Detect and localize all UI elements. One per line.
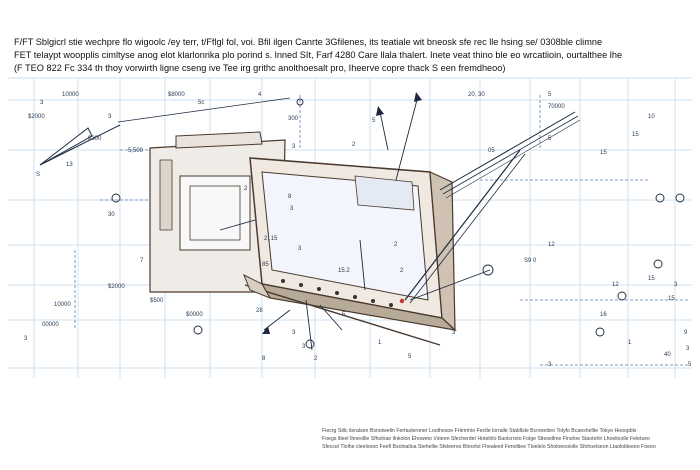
label: $2000 xyxy=(108,284,125,290)
label: 3 xyxy=(686,346,690,352)
label: 12 xyxy=(548,242,555,248)
label: 10000 xyxy=(62,92,79,98)
connector-port-row xyxy=(281,279,405,307)
label: 70000 xyxy=(548,104,565,110)
annotation-labels: 10000 $8000 4 20, 30 5 3 5c $2000 3 300 … xyxy=(24,92,692,368)
header-line-3: (F TEO 822 Fc 334 th thoy vorwirth ligne… xyxy=(14,63,506,73)
label: 15 xyxy=(668,296,675,302)
label: 3 xyxy=(674,282,678,288)
footer-line-1: Fiecrg Stilc ileralsen Bsnotwelin Ferfao… xyxy=(322,428,637,434)
label: 40 xyxy=(664,352,671,358)
label: 7 xyxy=(140,258,144,264)
label: 5 xyxy=(688,362,692,368)
label: 2 xyxy=(400,268,404,274)
label: 8 xyxy=(288,194,292,200)
probe-tool xyxy=(39,97,291,166)
label: 5 xyxy=(548,92,552,98)
label: 3 xyxy=(40,100,44,106)
arrowheads xyxy=(262,92,422,334)
label: 15 xyxy=(600,150,607,156)
callout-circles xyxy=(111,98,685,349)
label: 10 xyxy=(648,114,655,120)
label: 2 xyxy=(352,142,356,148)
cable-lines xyxy=(404,111,581,304)
label: 5,500 xyxy=(128,148,144,154)
label: S9 0 xyxy=(524,258,537,264)
leader-lines xyxy=(219,95,419,351)
label: 2, 15 xyxy=(264,236,278,242)
label: 15 xyxy=(632,132,639,138)
label: 10000 xyxy=(54,302,71,308)
label: $2000 xyxy=(28,114,45,120)
label: 2 xyxy=(244,186,248,192)
label: 30 xyxy=(108,212,115,218)
device-body xyxy=(243,157,457,346)
label: 20, 30 xyxy=(468,92,485,98)
label: 2 xyxy=(314,356,318,362)
label: 16 xyxy=(600,312,607,318)
label: 3 xyxy=(292,330,296,336)
label: 3 xyxy=(452,330,456,336)
label: 5 xyxy=(408,354,412,360)
footer-line-3: Sfeccel Tlolhe cleelonoo Feefl Bsolnallo… xyxy=(322,444,656,450)
label: 3 xyxy=(290,206,294,212)
label: 3 xyxy=(298,246,302,252)
label: 13 xyxy=(66,162,73,168)
label: 300 xyxy=(288,116,299,122)
label: 9 xyxy=(684,330,688,336)
label: 00000 xyxy=(42,322,59,328)
label: 3 xyxy=(548,362,552,368)
label: 3 xyxy=(24,336,28,342)
label: 3 xyxy=(292,144,296,150)
footer-notes: Fiecrg Stilc ileralsen Bsnotwelin Ferfao… xyxy=(322,427,688,451)
label: 3 xyxy=(108,114,112,120)
label: 12 xyxy=(612,282,619,288)
label: 8 xyxy=(262,356,266,362)
header-line-2: FET telaypt woopplis cimltyse anog elot … xyxy=(14,50,623,60)
label: 85 xyxy=(262,262,269,268)
label: 4 xyxy=(258,92,262,98)
label: 5 xyxy=(372,118,376,124)
label: $8000 xyxy=(168,92,185,98)
label: 05 xyxy=(488,148,495,154)
label: 15 xyxy=(648,276,655,282)
label: 5c xyxy=(198,100,204,106)
label: $500 xyxy=(150,298,164,304)
label: $300 xyxy=(88,136,102,142)
label: 3 xyxy=(302,344,306,350)
header-line-1: F/FT Sblgicrl stie wechpre flo wigoolc /… xyxy=(14,37,603,47)
footer-line-2: Foegs ltleel Ihneollle Sfholnae llnkolon… xyxy=(322,436,650,442)
label: 1 xyxy=(628,340,632,346)
label: S xyxy=(36,172,40,178)
label: $0000 xyxy=(186,312,203,318)
label: 2 xyxy=(394,242,398,248)
label: 15.2 xyxy=(338,268,350,274)
label: 28 xyxy=(256,308,263,314)
label: 5 xyxy=(342,312,346,318)
label: 5 xyxy=(548,136,552,142)
label: 1 xyxy=(378,340,382,346)
header-text: F/FT Sblgicrl stie wechpre flo wigoolc /… xyxy=(14,36,686,75)
